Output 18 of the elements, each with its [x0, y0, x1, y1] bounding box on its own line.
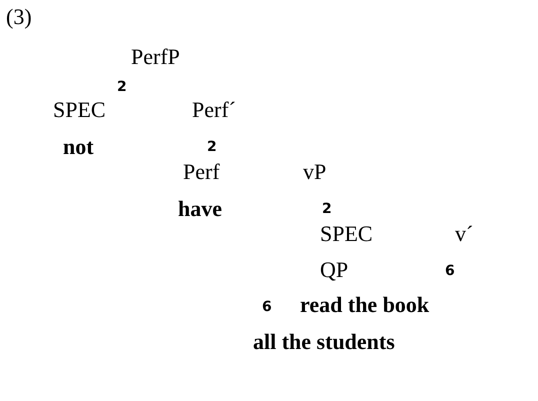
example-number: (3) — [6, 6, 32, 28]
category-label: SPEC — [53, 99, 106, 121]
branch-symbol: 2 — [117, 80, 127, 94]
category-label: vP — [303, 161, 326, 183]
category-label: SPEC — [320, 223, 373, 245]
word-label: have — [178, 198, 222, 220]
branch-symbol: 2 — [207, 140, 217, 154]
category-label: Perf — [183, 161, 220, 183]
category-label: QP — [320, 259, 348, 281]
branch-symbol: 2 — [322, 202, 332, 216]
branch-symbol: 6 — [262, 300, 272, 314]
branch-symbol: 6 — [445, 264, 455, 278]
word-label: not — [63, 136, 94, 158]
category-label: Perf´ — [192, 99, 236, 121]
phrase-label: all the students — [253, 331, 395, 353]
category-label: PerfP — [131, 46, 180, 68]
category-label: v´ — [455, 223, 474, 245]
phrase-label: read the book — [300, 294, 430, 316]
